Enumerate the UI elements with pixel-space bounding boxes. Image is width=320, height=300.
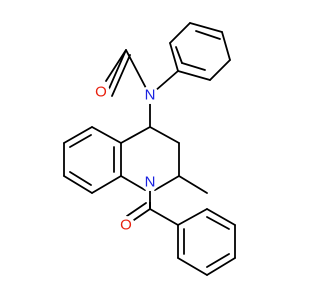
bond-carbonyl-c-to-o-double-2 [126, 202, 147, 217]
bond-acetyl-methyl [105, 49, 127, 82]
bond-benzoyl-ring-6 [177, 208, 208, 226]
bond-benzoyl-ring-3 [206, 257, 236, 276]
atom-bg-o-benzoyl [117, 216, 135, 234]
bond-acetyl-carbonyl-double [107, 49, 127, 92]
bond-c7-c8 [63, 175, 93, 194]
bond-c8-c8a [91, 175, 122, 194]
bond-carbonyl-c-to-ring [149, 208, 179, 226]
atom-bg-n-ring [141, 173, 159, 191]
bond-c2-n1 [154, 175, 180, 191]
bond-c4-c3 [149, 126, 180, 144]
bond-phenyl-4 [189, 22, 223, 33]
bond-c2-methyl [178, 175, 208, 194]
atom-o-benzoyl: O [120, 217, 132, 234]
bond-carbonyl-to-n-amide [125, 49, 148, 91]
bond-benzoyl-ring-5 [206, 208, 236, 226]
bond-c4-c4a [120, 126, 151, 144]
bond-c5-c6-inner [69, 134, 92, 148]
bond-phenyl-inner-1 [181, 62, 206, 71]
bond-carbonyl-c-to-o-double [130, 208, 151, 223]
atom-bg-o-acetyl [92, 83, 110, 101]
bond-benzoyl-ring-2 [177, 257, 208, 276]
atom-o-acetyl: O [95, 84, 107, 101]
bond-acetyl-carbonyl-double-2 [111, 54, 131, 97]
atom-bg-n-amide [141, 86, 159, 104]
bond-n1-c8a [120, 175, 146, 191]
bond-phenyl-3 [221, 31, 231, 61]
bond-n-to-phenyl [154, 70, 179, 92]
bond-benzoyl-ring-5-inner [206, 216, 230, 230]
atom-n-ring: N [145, 174, 156, 191]
bond-phenyl-6 [169, 42, 179, 72]
bond-phenyl-5 [169, 22, 191, 44]
molecule-structure-drawing: O N N O [63, 22, 236, 276]
bond-c5-c6 [63, 126, 93, 144]
bonds [63, 22, 236, 276]
bond-c7-c8-inner [69, 171, 92, 186]
bond-phenyl-1 [177, 70, 211, 81]
bond-benzoyl-ring-3-inner [206, 253, 230, 268]
bond-c4a-c5 [91, 126, 122, 144]
atom-n-amide: N [145, 87, 156, 104]
bond-phenyl-inner-2 [195, 30, 221, 40]
bond-phenyl-2 [209, 59, 231, 81]
bond-phenyl-inner-3 [175, 46, 183, 64]
atom-labels: O N N O [92, 83, 159, 234]
